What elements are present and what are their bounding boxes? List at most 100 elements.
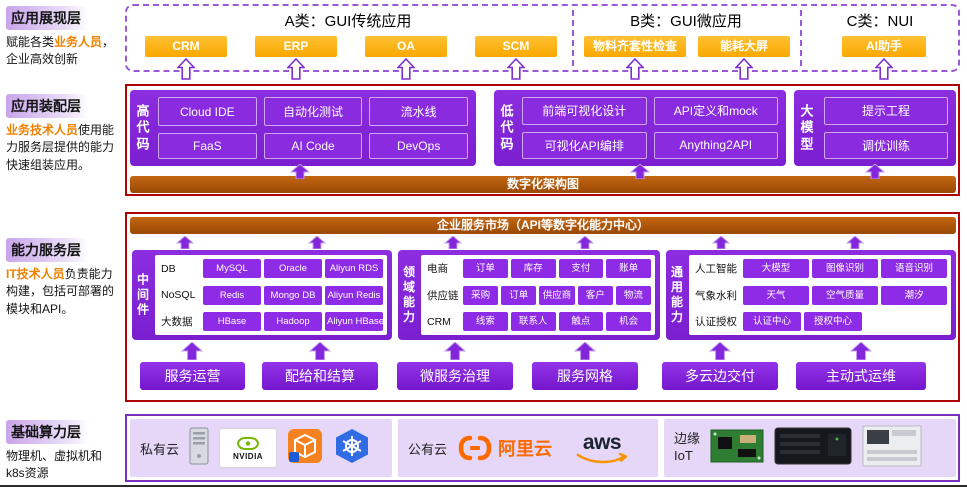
tool-faas: FaaS	[158, 133, 257, 159]
service-pill: Hadoop	[264, 312, 322, 331]
service-pill: MySQL	[203, 259, 261, 278]
high-code-label: 高代码	[136, 103, 150, 152]
kubernetes-logo	[333, 428, 371, 469]
desc-text: 赋能各类	[6, 35, 55, 49]
layer-title: 应用展现层	[6, 6, 89, 30]
big-model-grid: 提示工程 调优训练	[824, 97, 948, 159]
tool-anything2api: Anything2API	[653, 131, 778, 159]
general-capability-label: 通用能力	[670, 265, 683, 324]
row-label: 供应链	[427, 289, 459, 302]
group-title-a: A类：GUI传统应用	[284, 13, 412, 30]
public-cloud-label: 公有云	[408, 441, 448, 457]
row-items: 线索 联系人 触点 机会	[463, 312, 651, 331]
row-items: 认证中心 授权中心	[743, 312, 947, 331]
desc-highlight: 业务技术人员	[6, 123, 79, 137]
private-cloud-section: 私有云 NVIDIA	[130, 419, 392, 477]
up-arrow-icon	[708, 341, 732, 361]
service-pill: 潮汐	[881, 285, 947, 305]
service-pill: 支付	[558, 259, 604, 278]
layer-title: 能力服务层	[6, 238, 89, 262]
row-items: 采购 订单 供应商 客户 物流	[463, 285, 652, 305]
edge-label-line1: 边缘	[674, 431, 701, 447]
service-pill: 天气	[743, 285, 809, 305]
big-model-label: 大模型	[800, 103, 814, 152]
alibaba-cloud-logo: 阿里云	[457, 434, 552, 462]
service-pill: 采购	[463, 285, 499, 305]
ops-proactive-ops: 主动式运维	[796, 362, 926, 390]
table-row-ecommerce: 电商 订单 库存 支付 账单	[425, 259, 651, 278]
layer-label-assembly: 应用装配层 业务技术人员使用能力服务层提供的能力快速组装应用。	[6, 94, 120, 174]
layer-label-presentation: 应用展现层 赋能各类业务人员，企业高效创新	[6, 6, 120, 69]
up-arrow-icon	[180, 341, 204, 361]
middleware-panel: DB MySQL Oracle Aliyun RDS NoSQL Redis M…	[155, 255, 387, 335]
up-arrow-icon	[625, 57, 645, 80]
desc-highlight: IT技术人员	[6, 267, 65, 281]
up-arrow-icon	[734, 57, 754, 80]
ops-microservice-gov: 微服务治理	[397, 362, 513, 390]
service-pill: Aliyun HBase	[325, 312, 383, 331]
row-label: 气象水利	[695, 289, 737, 302]
desc-highlight: 业务人员	[54, 35, 103, 49]
up-arrow-icon	[307, 235, 327, 250]
nvidia-logo: NVIDIA	[219, 428, 278, 468]
service-pill: 物流	[615, 285, 652, 305]
general-capability-box: 通用能力 人工智能 大模型 图像识别 语音识别 气象水利 天气 空气质量 潮汐	[666, 250, 956, 340]
app-box-material-check: 物料齐套性检查	[584, 36, 686, 57]
alibaba-cloud-bracket-icon	[458, 435, 492, 461]
nvidia-eye-icon	[237, 436, 260, 450]
domain-capability-label: 领域能力	[402, 265, 415, 324]
service-pill: 触点	[558, 312, 604, 331]
up-arrow-icon	[629, 163, 651, 180]
up-arrow-icon	[396, 57, 416, 80]
edge-label-line2: IoT	[674, 448, 693, 463]
service-pill: 库存	[510, 259, 556, 278]
table-row-nosql: NoSQL Redis Mongo DB Aliyun Redis	[159, 285, 383, 305]
service-pill: 客户	[577, 285, 613, 305]
desc-text: ，企业高效创新	[6, 35, 115, 67]
service-pill: 授权中心	[804, 312, 862, 331]
up-arrow-icon	[286, 57, 306, 80]
desc-text: 使用能力服务层提供的能力快速组装应用。	[6, 123, 115, 172]
layer-label-services: 能力服务层 IT技术人员负责能力构建，包括可部署的模块和API。	[6, 238, 120, 318]
up-arrow-icon	[443, 235, 463, 250]
big-model-box: 大模型 提示工程 调优训练	[794, 90, 956, 166]
layer-desc: 赋能各类业务人员，企业高效创新	[6, 34, 120, 69]
low-code-box: 低代码 前端可视化设计 API定义和mock 可视化API编排 Anything…	[494, 90, 786, 166]
layer-title: 基础算力层	[6, 420, 89, 444]
row-label: 大数据	[161, 316, 193, 328]
tool-api-mock: API定义和mock	[653, 97, 778, 125]
circuit-board-image	[710, 427, 764, 470]
service-pill: 供应商	[539, 285, 575, 305]
service-pill: 订单	[463, 259, 508, 278]
service-pill: HBase	[203, 312, 261, 331]
tool-auto-test: 自动化测试	[263, 97, 363, 126]
digital-architecture-bar: 数字化架构图	[130, 176, 956, 193]
group-divider	[572, 10, 574, 66]
group-title-b: B类：GUI微应用	[630, 13, 742, 30]
domain-panel: 电商 订单 库存 支付 账单 供应链 采购 订单 供应商 客户 物流	[421, 255, 655, 335]
group-divider	[800, 10, 802, 66]
service-market-bar: 企业服务市场（API等数字化能力中心）	[130, 217, 956, 234]
service-pill: Redis	[203, 285, 261, 305]
private-cloud-label: 私有云	[140, 441, 180, 457]
app-box-scm: SCM	[475, 36, 557, 57]
service-pill: 认证中心	[743, 312, 801, 331]
table-row-weather: 气象水利 天气 空气质量 潮汐	[693, 285, 947, 305]
app-box-crm: CRM	[145, 36, 227, 57]
service-pill: 账单	[606, 259, 651, 278]
low-code-grid: 前端可视化设计 API定义和mock 可视化API编排 Anything2API	[522, 97, 778, 159]
plc-device-image	[862, 424, 922, 473]
ops-allocation-billing: 配给和结算	[262, 362, 378, 390]
edge-gateway-image	[774, 424, 852, 473]
row-items: MySQL Oracle Aliyun RDS	[203, 259, 383, 278]
up-arrow-icon	[289, 163, 311, 180]
row-label: 人工智能	[695, 263, 737, 275]
ops-service-mesh: 服务网格	[532, 362, 638, 390]
tool-pipeline: 流水线	[369, 97, 468, 126]
table-row-db: DB MySQL Oracle Aliyun RDS	[159, 259, 383, 278]
service-pill: Mongo DB	[264, 285, 322, 305]
layer-label-infra: 基础算力层 物理机、虚拟机和k8s资源	[6, 420, 120, 483]
tool-devops: DevOps	[369, 133, 468, 159]
up-arrow-icon	[711, 235, 731, 250]
service-pill: Aliyun RDS	[325, 259, 383, 278]
